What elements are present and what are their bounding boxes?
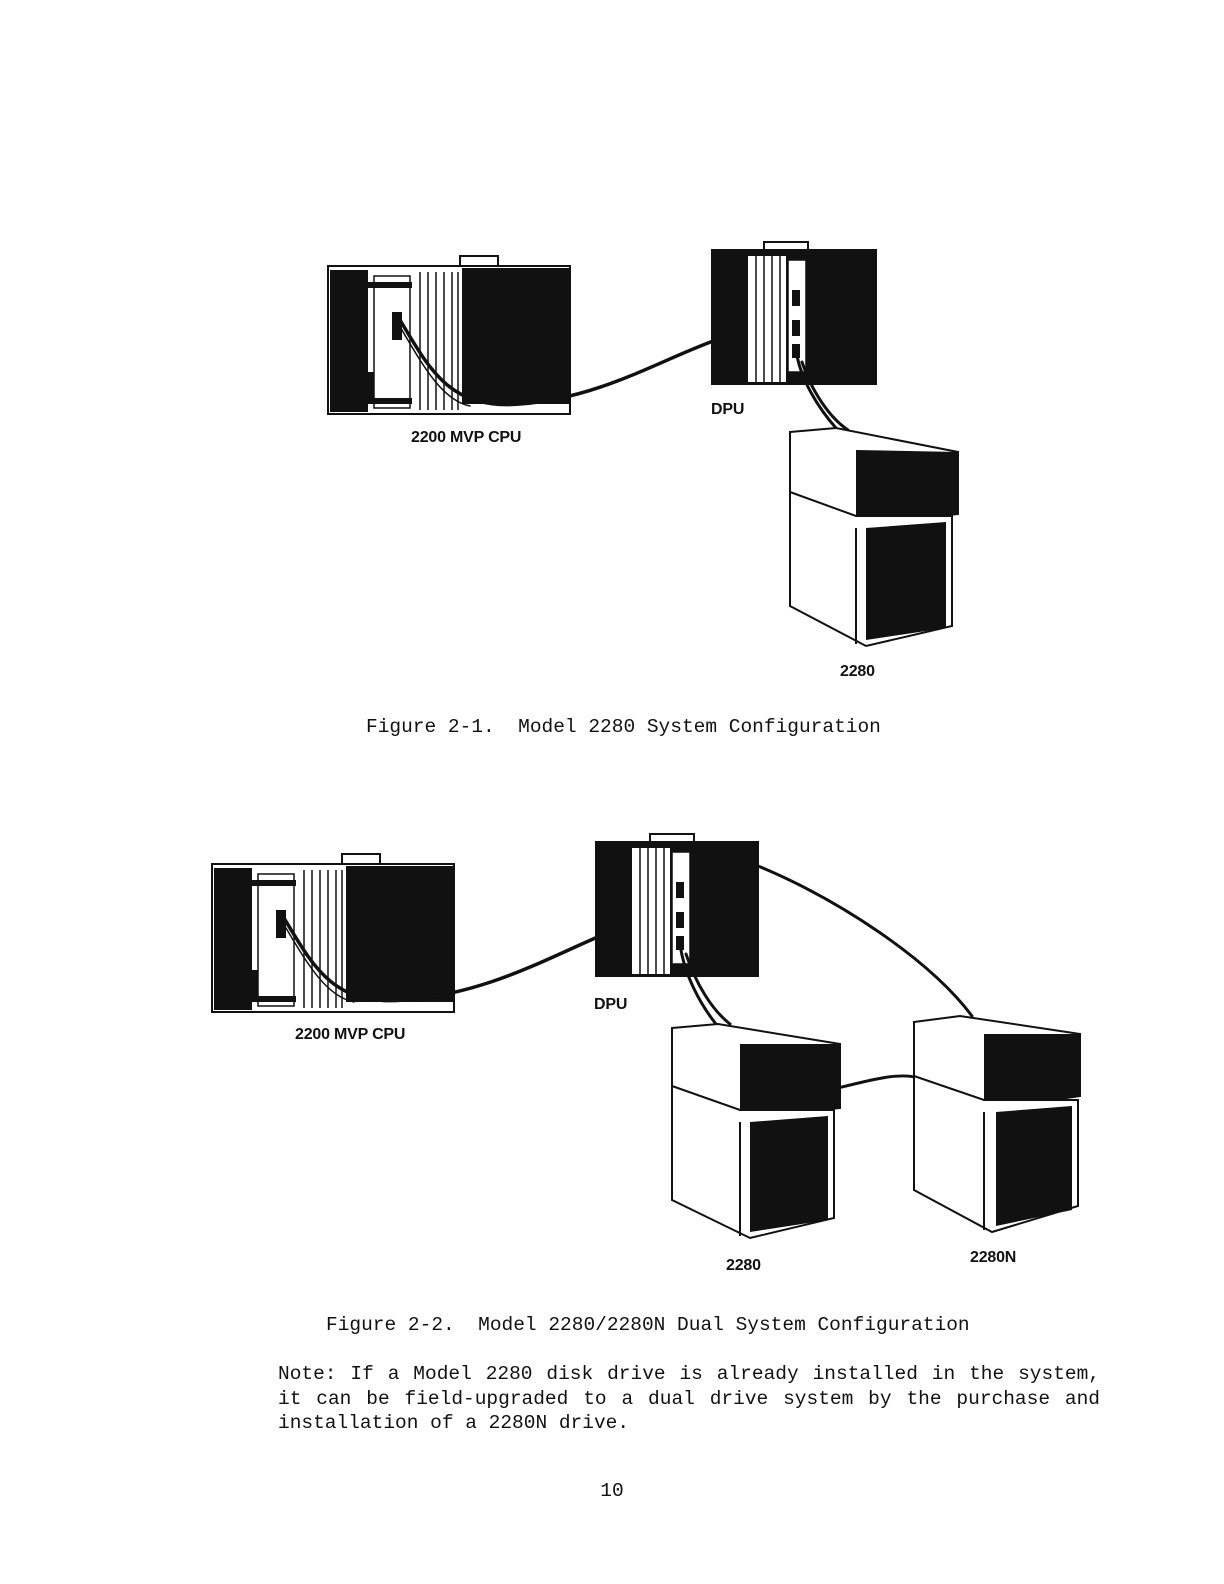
drive-2280-label: 2280 (726, 1257, 761, 1274)
cable-illustration (395, 318, 850, 432)
cpu-unit-illustration (327, 255, 571, 415)
figure-2-1: 2200 MVP CPU DPU 2280 Figure 2-1. Model … (0, 0, 1224, 760)
drive-2280-illustration (789, 426, 959, 648)
dpu-label: DPU (594, 996, 628, 1013)
drive-2280-illustration (671, 1022, 841, 1240)
figure-2-2: 2200 MVP CPU DPU 2280 2280N Figure 2-2. … (0, 780, 1224, 1350)
cable-illustration (279, 864, 974, 1090)
dpu-label: DPU (711, 401, 745, 418)
figure-2-2-illustration (211, 833, 1081, 1240)
drive-2280n-label: 2280N (970, 1249, 1017, 1266)
cpu-unit-illustration (211, 853, 455, 1013)
cpu-label: 2200 MVP CPU (411, 429, 522, 446)
drive-2280-label: 2280 (840, 663, 875, 680)
dpu-unit-illustration (595, 833, 759, 977)
cpu-label: 2200 MVP CPU (295, 1026, 406, 1043)
note-paragraph: Note: If a Model 2280 disk drive is alre… (278, 1363, 1100, 1434)
figure-2-1-illustration (327, 241, 959, 648)
figure-caption: Figure 2-2. Model 2280/2280N Dual System… (326, 1314, 970, 1336)
figure-caption: Figure 2-1. Model 2280 System Configurat… (366, 716, 881, 738)
dpu-unit-illustration (711, 241, 877, 385)
page-number: 10 (600, 1480, 624, 1502)
drive-2280n-illustration (913, 1014, 1081, 1234)
